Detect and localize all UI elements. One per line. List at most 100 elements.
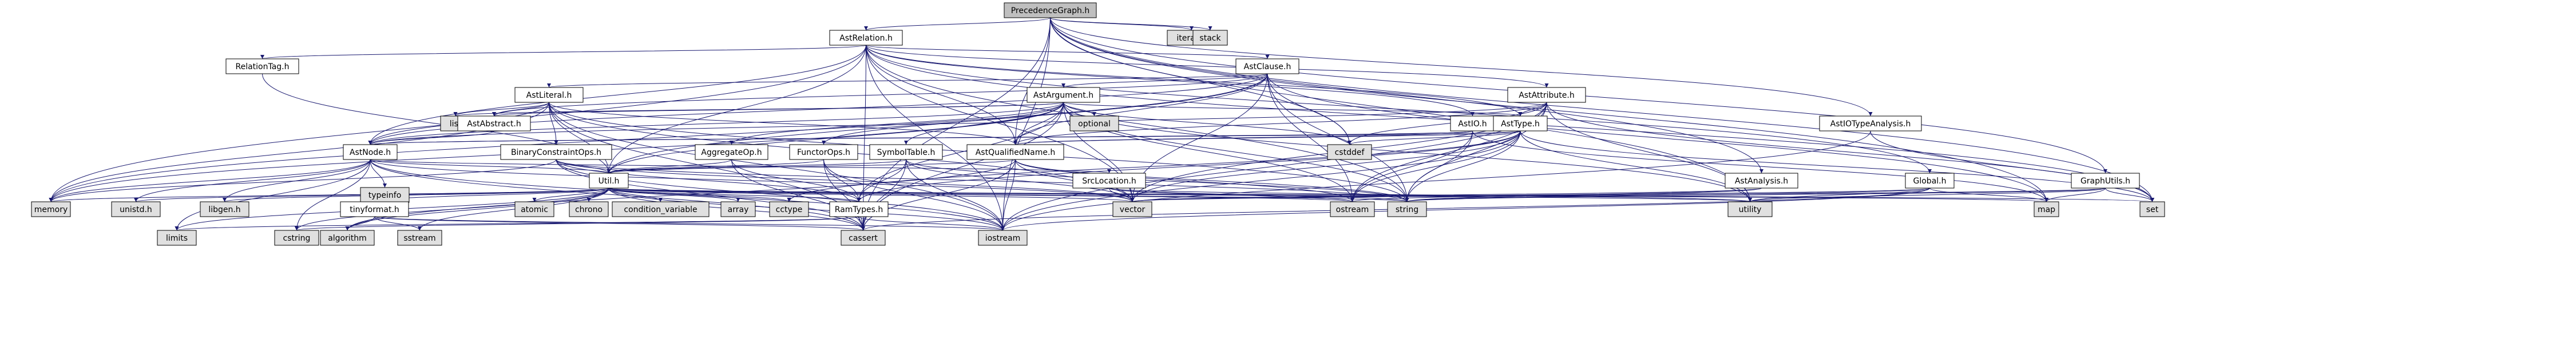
graph-node-AstAttribute[interactable]: AstAttribute.h (1507, 87, 1586, 103)
graph-edge (374, 216, 865, 231)
graph-node-AstAnalysis[interactable]: AstAnalysis.h (1725, 173, 1798, 189)
graph-node-label: SymbolTable.h (877, 148, 936, 157)
graph-node-cassert: cassert (841, 230, 886, 246)
graph-node-label: AstClause.h (1244, 62, 1291, 71)
graph-edge (260, 45, 866, 59)
graph-edge (1267, 73, 1354, 202)
graph-node-box (397, 230, 442, 246)
graph-node-AstIOTypeAnalysis[interactable]: AstIOTypeAnalysis.h (1819, 115, 1922, 131)
graph-node-box (1905, 173, 1955, 189)
graph-node-FunctorOps[interactable]: FunctorOps.h (789, 144, 858, 160)
graph-node-AstIO[interactable]: AstIO.h (1450, 115, 1495, 131)
graph-node-label: Util.h (599, 177, 620, 186)
graph-edge (1405, 188, 2106, 202)
graph-node-box (1072, 173, 1146, 189)
graph-edge (1013, 102, 1064, 145)
graph-edge (731, 159, 865, 231)
graph-node-AstClause[interactable]: AstClause.h (1235, 58, 1299, 74)
graph-node-AggregateOp[interactable]: AggregateOp.h (695, 144, 768, 160)
graph-node-SrcLocation[interactable]: SrcLocation.h (1072, 173, 1146, 189)
graph-edge (1013, 130, 1521, 145)
graph-edge (2105, 188, 2154, 202)
graph-node-label: RamTypes.h (835, 205, 883, 214)
graph-edge (858, 216, 1005, 231)
graph-edge (549, 102, 611, 174)
graph-node-utility: utility (1727, 201, 1773, 217)
graph-edge (49, 73, 1268, 202)
graph-node-AstNode[interactable]: AstNode.h (343, 144, 398, 160)
graph-edge (1050, 17, 1873, 117)
graph-node-box (869, 144, 943, 160)
graph-edge (608, 188, 2154, 202)
graph-edge (549, 102, 1017, 145)
graph-edge (1472, 130, 2048, 202)
graph-edge (1267, 73, 2048, 202)
graph-edge (1131, 188, 1762, 202)
graph-node-box (829, 30, 903, 46)
graph-node-label: vector (1120, 205, 1146, 214)
graph-edge (453, 102, 549, 117)
graph-node-label: array (728, 205, 749, 214)
graph-node-tinyformat[interactable]: tinyformat.h (340, 201, 409, 217)
graph-node-box (340, 201, 409, 217)
graph-edge (823, 159, 865, 231)
graph-edge (866, 45, 1932, 174)
graph-edge (1050, 17, 1752, 202)
graph-node-ostream: ostream (1330, 201, 1375, 217)
graph-edge (1520, 130, 2154, 202)
graph-edge (866, 45, 1409, 202)
graph-edge (374, 216, 422, 231)
graph-node-label: RelationTag.h (235, 62, 289, 71)
graph-edge (1348, 130, 1521, 145)
graph-node-AstQualifiedName[interactable]: AstQualifiedName.h (966, 144, 1064, 160)
graph-edge (858, 216, 865, 231)
graph-node-limits: limits (157, 230, 197, 246)
graph-node-label: typeinfo (368, 191, 402, 200)
graph-node-GraphUtils[interactable]: GraphUtils.h (2071, 173, 2140, 189)
graph-edge (2044, 188, 2106, 202)
graph-node-algorithm: algorithm (320, 230, 375, 246)
graph-node-box (360, 187, 410, 203)
graph-edge (345, 216, 375, 231)
graph-edge (368, 73, 1268, 145)
graph-node-box (1069, 115, 1119, 131)
graph-edge (1013, 102, 1547, 145)
graph-node-AstAbstract[interactable]: AstAbstract.h (457, 115, 531, 131)
graph-node-box (789, 144, 858, 160)
graph-edge (368, 130, 1521, 145)
graph-node-label: set (2146, 205, 2159, 214)
graph-edge (49, 188, 609, 202)
graph-edge (607, 102, 1064, 174)
graph-node-AstType[interactable]: AstType.h (1493, 115, 1548, 131)
graph-node-Global[interactable]: Global.h (1905, 173, 1955, 189)
graph-node-libgen: libgen.h (200, 201, 249, 217)
graph-node-box (612, 201, 710, 217)
graph-node-box (695, 144, 768, 160)
graph-node-AstRelation[interactable]: AstRelation.h (829, 30, 903, 46)
graph-node-BinaryConstraintOps[interactable]: BinaryConstraintOps.h (500, 144, 612, 160)
graph-edge (492, 73, 1268, 117)
graph-node-AstArgument[interactable]: AstArgument.h (1027, 87, 1100, 103)
graph-node-box (157, 230, 197, 246)
graph-node-SymbolTable[interactable]: SymbolTable.h (869, 144, 943, 160)
graph-node-PrecedenceGraph[interactable]: PrecedenceGraph.h (1004, 2, 1097, 18)
graph-node-label: optional (1078, 119, 1111, 129)
graph-edge (861, 45, 866, 231)
graph-edge (1748, 188, 2106, 202)
graph-node-AstLiteral[interactable]: AstLiteral.h (514, 87, 584, 103)
graph-edge (607, 159, 732, 174)
graph-node-cstddef: cstddef (1327, 144, 1372, 160)
graph-node-RamTypes[interactable]: RamTypes.h (829, 201, 889, 217)
graph-node-label: Global.h (1913, 177, 1947, 186)
graph-node-Util[interactable]: Util.h (589, 173, 629, 189)
graph-node-memory: memory (31, 201, 71, 217)
graph-node-RelationTag[interactable]: RelationTag.h (225, 58, 299, 74)
graph-node-label: atomic (521, 205, 548, 214)
graph-node-box (1493, 115, 1548, 131)
graph-edge (1870, 130, 2154, 202)
graph-node-box (1235, 58, 1299, 74)
graph-edge (370, 159, 611, 174)
graph-node-stack: stack (1192, 30, 1228, 46)
graph-edge (906, 159, 1135, 202)
graph-edge (556, 159, 1005, 231)
